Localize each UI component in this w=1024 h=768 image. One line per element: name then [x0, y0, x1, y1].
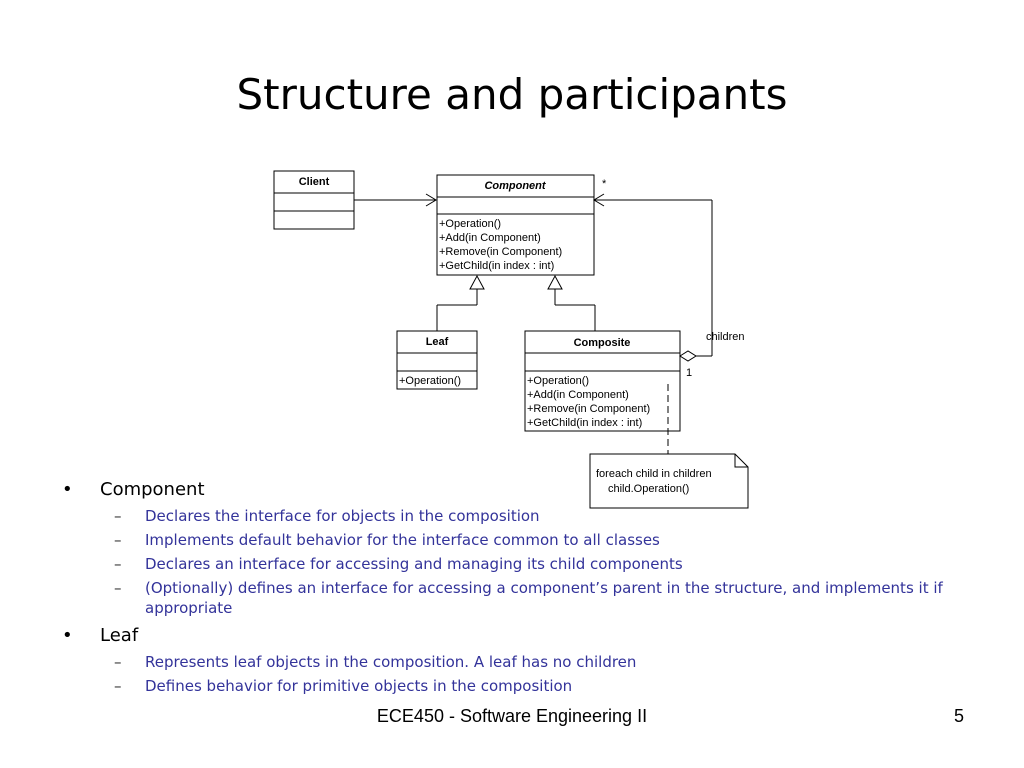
sub-bullet: – Defines behavior for primitive objects… [62, 676, 962, 696]
bullet-dot: • [62, 625, 73, 646]
composite-class: Composite +Operation() +Add(in Component… [524, 330, 681, 432]
component-operation: +Add(in Component) [439, 232, 541, 244]
composite-operation: +Remove(in Component) [527, 403, 650, 415]
component-class-name: Component [484, 180, 546, 192]
bullet-dot: • [62, 479, 73, 500]
sub-bullet: – Implements default behavior for the in… [62, 530, 962, 550]
component-operation: +Operation() [439, 218, 501, 230]
dash: – [114, 579, 122, 597]
note-line: foreach child in children [596, 468, 712, 480]
slide-title: Structure and participants [236, 70, 788, 119]
composite-class-name: Composite [574, 337, 631, 349]
component-operation: +GetChild(in index : int) [439, 260, 554, 272]
sub-bullet: – Represents leaf objects in the composi… [62, 652, 962, 672]
sub-bullet-text: Declares an interface for accessing and … [145, 555, 683, 573]
bullet-label: Leaf [100, 625, 139, 646]
children-aggregation [593, 193, 713, 362]
composite-generalization [547, 274, 596, 331]
note: foreach child in children child.Operatio… [589, 453, 749, 509]
component-operation: +Remove(in Component) [439, 246, 562, 258]
client-component-association [354, 193, 437, 207]
composite-multiplicity: 1 [686, 367, 692, 379]
slide-footer: ECE450 - Software Engineering II [376, 706, 648, 726]
leaf-class-name: Leaf [426, 336, 449, 348]
sub-bullet-text: Implements default behavior for the inte… [145, 531, 660, 549]
leaf-generalization [436, 274, 485, 331]
component-class: Component +Operation() +Add(in Component… [436, 174, 595, 276]
dash: – [114, 555, 122, 573]
component-multiplicity: * [602, 178, 607, 190]
sub-bullet: – Declares an interface for accessing an… [62, 554, 962, 574]
bullet-component: • Component [62, 478, 962, 502]
bullet-list: • Component – Declares the interface for… [62, 478, 962, 700]
composite-operation: +Add(in Component) [527, 389, 629, 401]
sub-bullet-text: Defines behavior for primitive objects i… [145, 677, 573, 695]
sub-bullet-text: Represents leaf objects in the compositi… [145, 653, 637, 671]
page-number: 5 [953, 706, 964, 726]
dash: – [114, 531, 122, 549]
sub-bullet-text: Declares the interface for objects in th… [145, 507, 540, 525]
dash: – [114, 653, 122, 671]
sub-bullet: – Declares the interface for objects in … [62, 506, 962, 526]
composite-operation: +GetChild(in index : int) [527, 417, 642, 429]
children-label: children [706, 331, 745, 343]
sub-bullet-text: (Optionally) defines an interface for ac… [145, 579, 943, 617]
bullet-label: Component [100, 479, 205, 500]
leaf-operation: +Operation() [399, 375, 461, 387]
dash: – [114, 507, 122, 525]
sub-bullet: – (Optionally) defines an interface for … [62, 578, 962, 618]
note-line: child.Operation() [608, 483, 689, 495]
client-class: Client [273, 170, 355, 230]
composite-operation: +Operation() [527, 375, 589, 387]
dash: – [114, 677, 122, 695]
client-class-name: Client [299, 176, 330, 188]
bullet-leaf: • Leaf [62, 624, 962, 648]
leaf-class: Leaf +Operation() [396, 330, 478, 390]
